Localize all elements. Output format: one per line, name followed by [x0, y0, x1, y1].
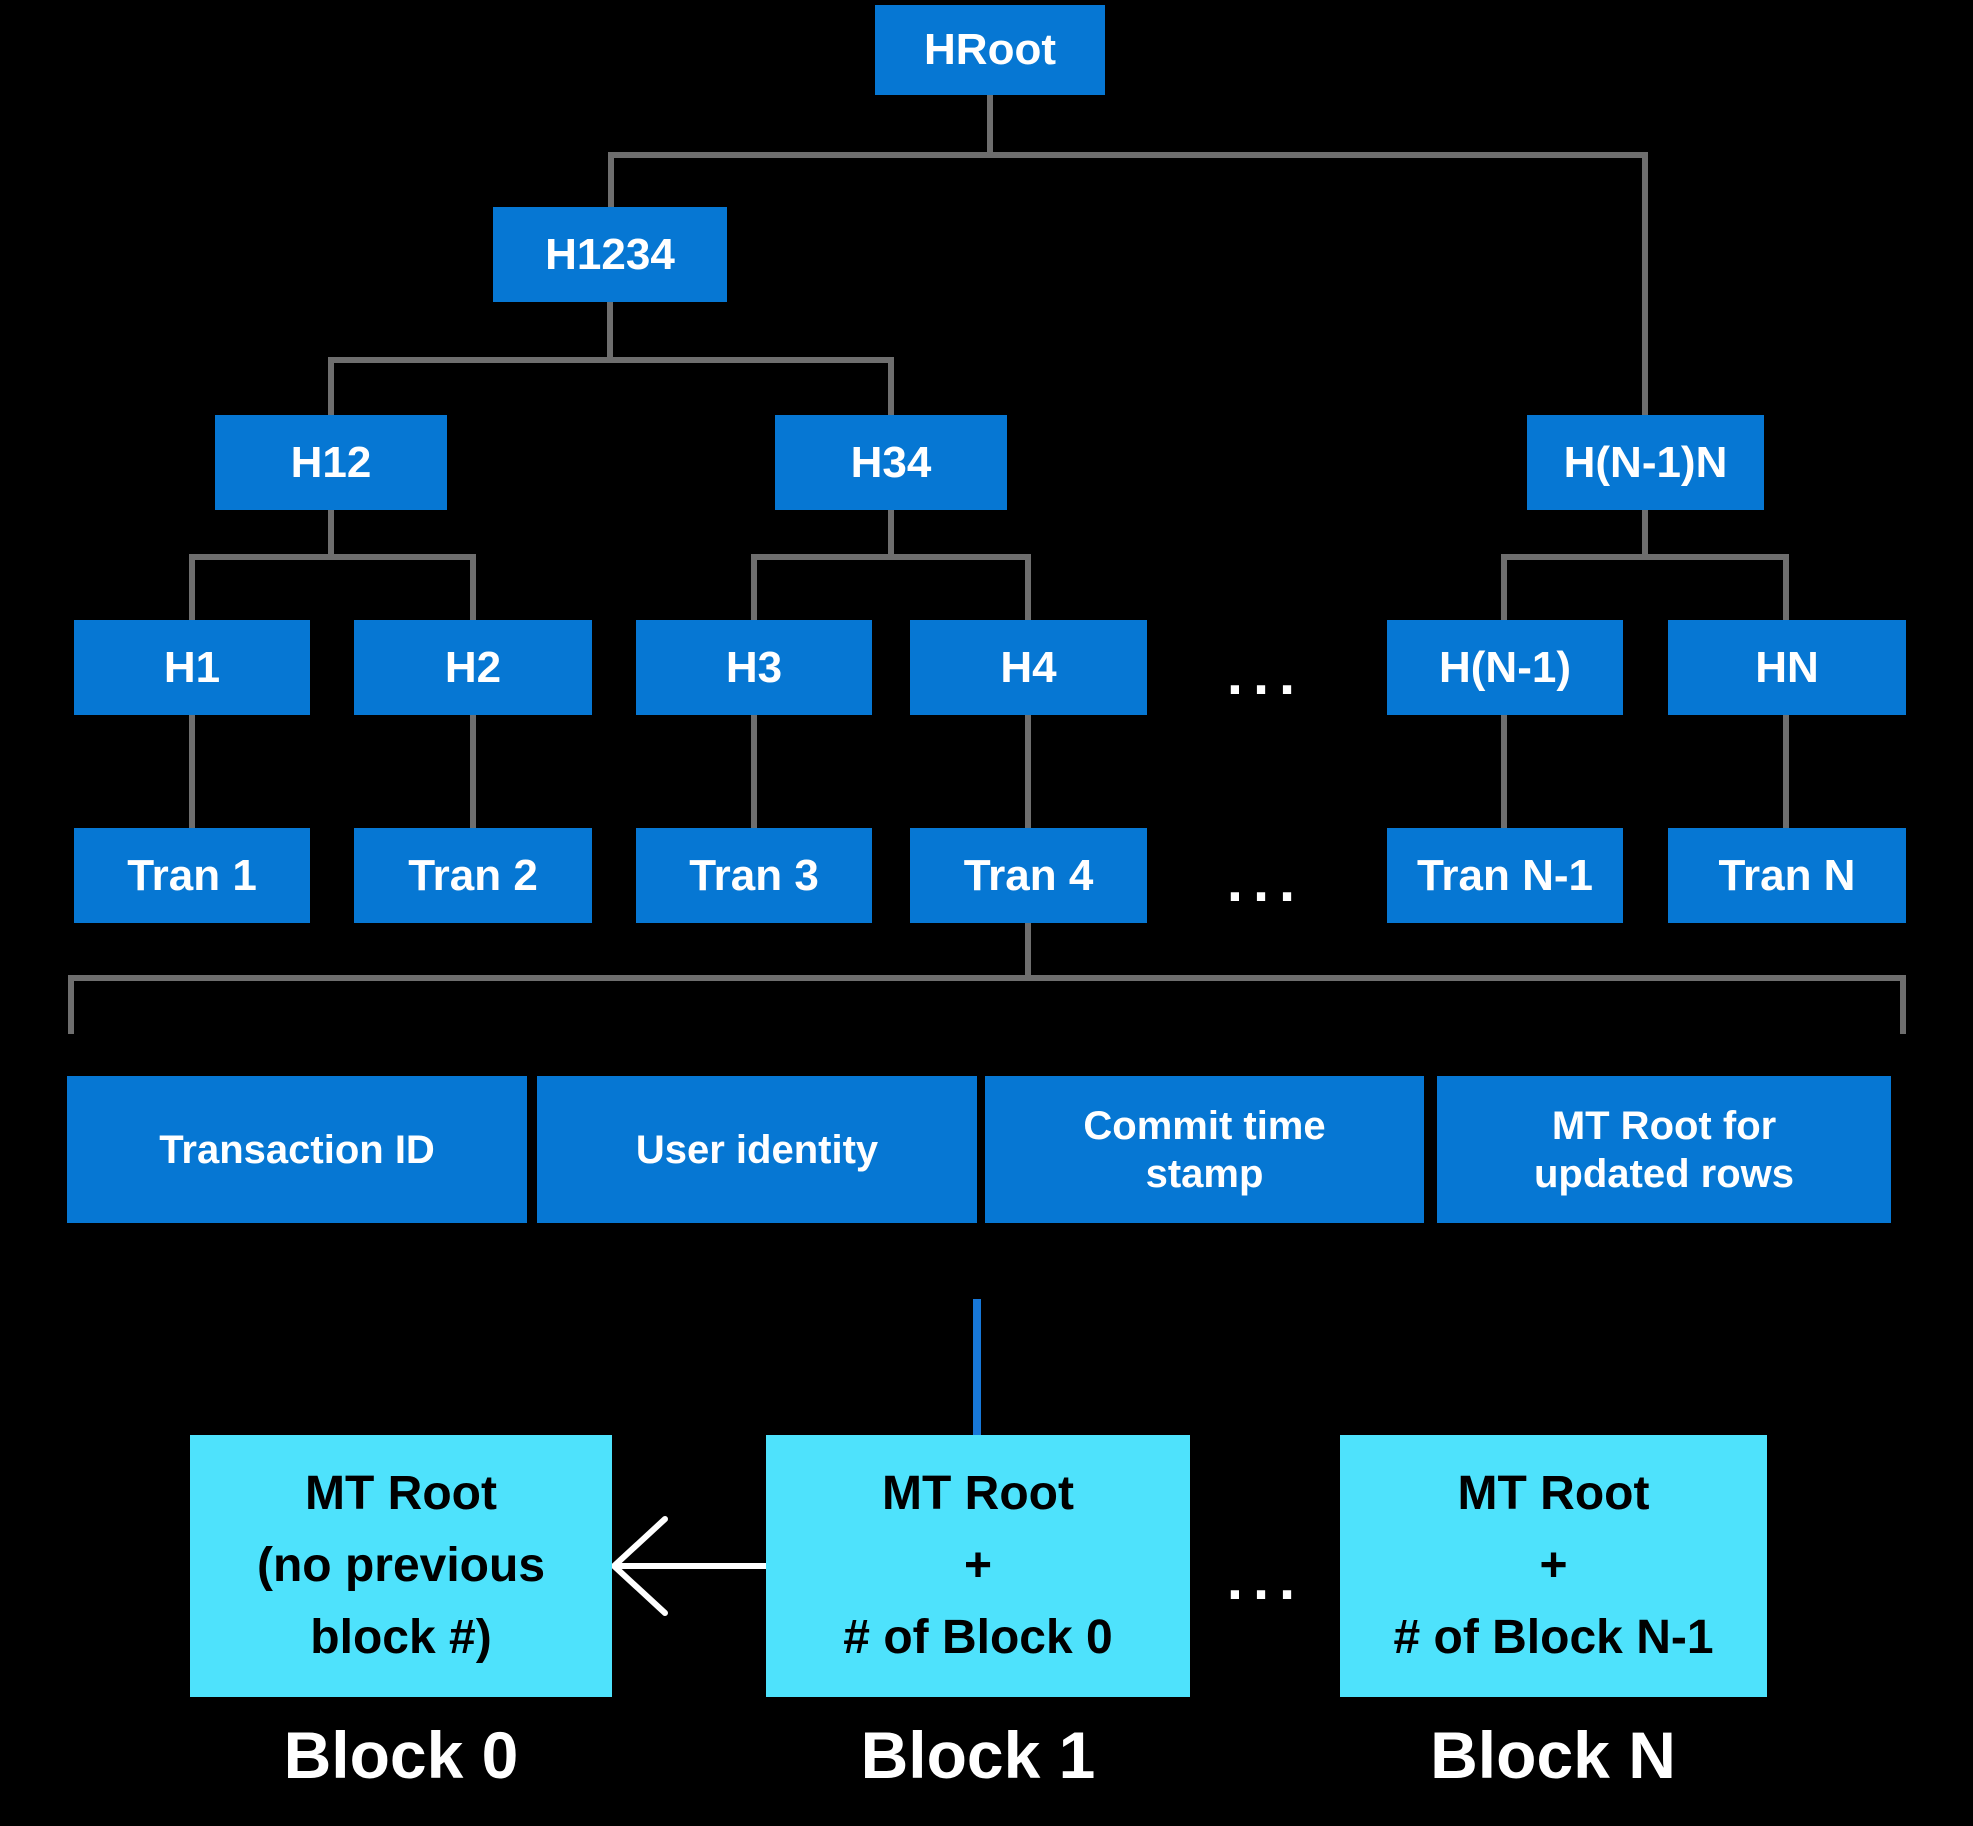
block-n-caption: Block N — [1430, 1718, 1676, 1792]
block-1-box: MT Root + # of Block 0 — [766, 1435, 1190, 1697]
node-h1234: H1234 — [493, 207, 727, 302]
node-tran-n: Tran N — [1668, 828, 1906, 923]
node-h3: H3 — [636, 620, 872, 715]
node-tran-3: Tran 3 — [636, 828, 872, 923]
node-h12: H12 — [215, 415, 447, 510]
block-0-caption: Block 0 — [283, 1718, 519, 1792]
node-hn1: H(N-1) — [1387, 620, 1623, 715]
prev-block-arrow-head — [609, 1516, 668, 1616]
blocks-ellipsis: ... — [1226, 1547, 1306, 1612]
node-tran-1: Tran 1 — [74, 828, 310, 923]
prev-block-arrow — [609, 1516, 769, 1616]
tree-connector-lines — [68, 95, 1906, 1034]
node-tran-n1: Tran N-1 — [1387, 828, 1623, 923]
field-mt-root-updated-rows: MT Root for updated rows — [1437, 1076, 1891, 1223]
node-h2: H2 — [354, 620, 592, 715]
tran-row-ellipsis: ... — [1226, 849, 1306, 914]
node-hn: HN — [1668, 620, 1906, 715]
node-hn1n: H(N-1)N — [1527, 415, 1764, 510]
node-tran-2: Tran 2 — [354, 828, 592, 923]
node-tran-4: Tran 4 — [910, 828, 1147, 923]
hash-row-ellipsis: ... — [1226, 642, 1306, 707]
block-0-box: MT Root (no previous block #) — [190, 1435, 612, 1697]
field-commit-time-stamp: Commit time stamp — [985, 1076, 1424, 1223]
field-transaction-id: Transaction ID — [67, 1076, 527, 1223]
node-h1: H1 — [74, 620, 310, 715]
node-h4: H4 — [910, 620, 1147, 715]
block-1-caption: Block 1 — [860, 1718, 1096, 1792]
field-user-identity: User identity — [537, 1076, 977, 1223]
node-h34: H34 — [775, 415, 1007, 510]
node-hroot: HRoot — [875, 5, 1105, 95]
detail-bracket-line — [68, 975, 1906, 1034]
block-n-box: MT Root + # of Block N-1 — [1340, 1435, 1767, 1697]
